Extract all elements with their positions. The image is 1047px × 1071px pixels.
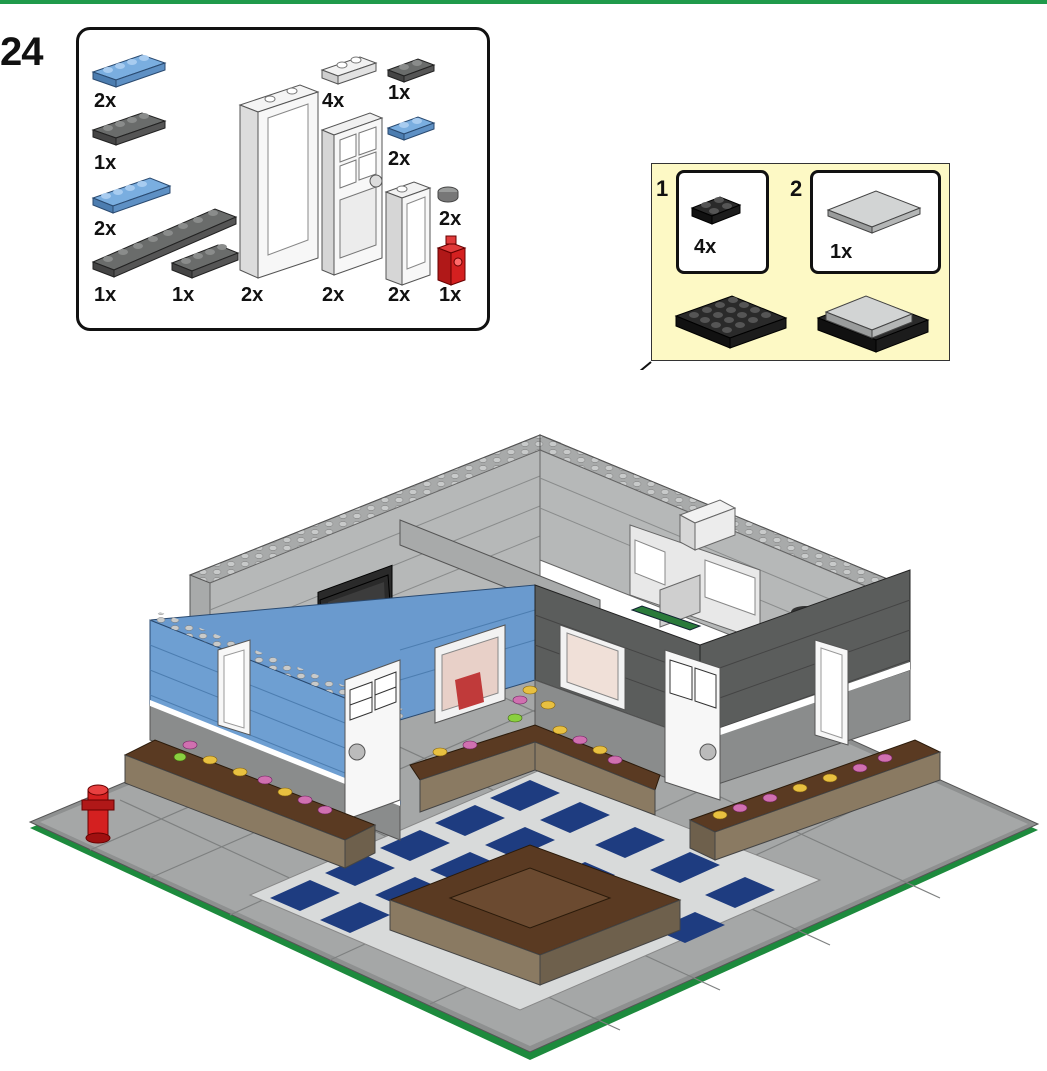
part-white-door-frame [238, 84, 320, 279]
assembly-black-plates [674, 295, 788, 349]
part-red-bracket [436, 235, 467, 286]
callout-graphics [639, 190, 930, 370]
parts-list-graphics [91, 54, 467, 286]
qty-label: 2x [322, 284, 345, 306]
front-wall-blue [149, 584, 536, 841]
qty-label: 1x [172, 284, 195, 306]
window-blue-wall [434, 624, 506, 724]
door-right [664, 649, 721, 801]
planter-right [688, 739, 942, 861]
callout-pointer-arrow [639, 361, 652, 370]
interior-partition [317, 519, 601, 655]
header-bar [0, 0, 1047, 4]
part-light-grey-tile [826, 190, 922, 234]
part-dark-grey-plate-1x4b [170, 244, 240, 279]
flowers [173, 685, 893, 820]
back-wall-right [539, 434, 892, 691]
part-blue-plate-1x4 [91, 54, 167, 88]
central-bench [388, 844, 682, 986]
assembly-tile-on-plates [816, 295, 930, 353]
qty-label: 1x [830, 241, 853, 263]
part-grey-round-tile [437, 186, 459, 203]
sub-step-number: 2 [790, 176, 803, 201]
qty-label: 4x [322, 90, 345, 112]
part-blue-plate-1x6 [91, 177, 172, 214]
part-white-plate-clip [320, 56, 378, 85]
qty-label: 1x [388, 82, 411, 104]
kitchen [629, 499, 851, 676]
part-blue-plate-1x2 [386, 116, 436, 141]
part-dark-grey-plate-1x2 [386, 58, 436, 83]
qty-label: 2x [241, 284, 264, 306]
part-dark-grey-plate-1x8 [91, 208, 238, 278]
part-white-window-frame [384, 181, 432, 286]
sub-step-1-parts-box [676, 170, 769, 274]
window-side-left [217, 639, 251, 736]
front-wall-dark-grey [534, 569, 911, 791]
qty-label: 1x [94, 152, 117, 174]
qty-label: 2x [388, 148, 411, 170]
planter-center [409, 724, 661, 816]
sub-step-number: 1 [656, 176, 669, 201]
baseplate [28, 603, 1040, 1060]
step-number: 24 [0, 30, 43, 74]
part-white-door [320, 112, 384, 276]
fire-hydrant [81, 784, 115, 844]
qty-label: 1x [94, 284, 117, 306]
qty-label: 4x [694, 236, 717, 258]
planter-left [123, 739, 377, 869]
part-black-plate-2x2 [690, 196, 742, 225]
qty-label: 2x [388, 284, 411, 306]
qty-label: 1x [439, 284, 462, 306]
part-dark-grey-plate-1x4 [91, 112, 167, 146]
window-side-right [814, 639, 849, 746]
qty-label: 2x [94, 90, 117, 112]
door-left [344, 659, 401, 821]
tv-screen [319, 574, 393, 656]
window-grey-wall [559, 624, 626, 711]
qty-label: 2x [94, 218, 117, 240]
courtyard-tiles [248, 769, 822, 1011]
qty-label: 2x [439, 208, 462, 230]
back-wall-left [188, 434, 562, 741]
